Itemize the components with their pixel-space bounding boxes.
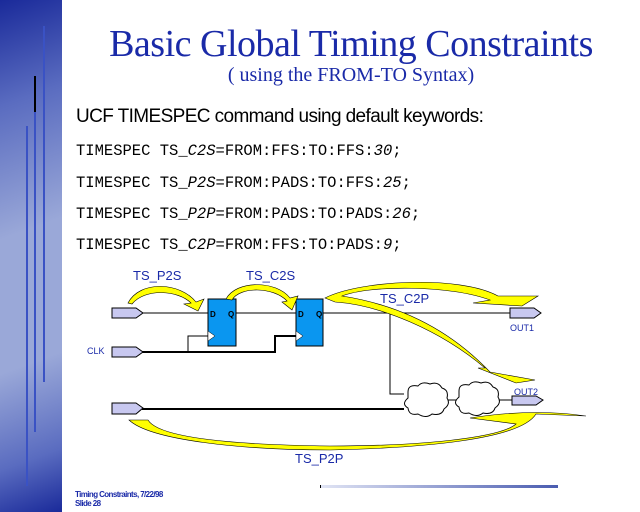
- decor-line: [26, 126, 28, 486]
- code-end: ;: [392, 236, 402, 254]
- code-name: P2P: [187, 205, 216, 223]
- decor-line: [43, 26, 45, 382]
- footer-divider: [320, 485, 558, 488]
- out2-label: OUT2: [514, 387, 538, 397]
- flipflop-2: D Q: [295, 298, 324, 347]
- decor-line: [34, 76, 36, 112]
- code-line: TIMESPEC TS_P2P=FROM:PADS:TO:PADS:26;: [76, 205, 420, 223]
- code-end: ;: [401, 174, 411, 192]
- ff-q-label: Q: [316, 310, 322, 319]
- ts-c2s-arrow: [225, 284, 299, 311]
- code-name: P2S: [187, 174, 216, 192]
- slide-subtitle: ( using the FROM-TO Syntax): [227, 64, 475, 86]
- footer-date: Timing Constraints, 7/22/98: [75, 490, 163, 499]
- code-line: TIMESPEC TS_C2P=FROM:FFS:TO:PADS:9;: [76, 236, 402, 254]
- out2-pad: [511, 395, 544, 406]
- ff-q-label: Q: [228, 310, 234, 319]
- code-line: TIMESPEC TS_C2S=FROM:FFS:TO:FFS:30;: [76, 142, 402, 160]
- out1-pad: [509, 307, 542, 319]
- code-value: 30: [373, 142, 393, 160]
- clk-label: CLK: [87, 346, 105, 356]
- code-body: =FROM:PADS:TO:PADS:: [215, 205, 393, 223]
- ts-p2s-label: TS_P2S: [133, 268, 182, 283]
- flipflop-1: D Q: [207, 298, 237, 347]
- code-value: 26: [392, 205, 411, 223]
- code-prefix: TIMESPEC TS_: [76, 236, 188, 254]
- code-name: C2P: [187, 236, 216, 254]
- decor-line: [34, 76, 36, 432]
- sidebar-decoration: [0, 0, 62, 512]
- ts-p2p-arrow: [128, 412, 587, 451]
- out1-label: OUT1: [510, 323, 534, 333]
- ts-p2p-label: TS_P2P: [295, 451, 343, 466]
- ff-d-label: D: [210, 310, 216, 319]
- slide-footer: Timing Constraints, 7/22/98 Slide 28: [75, 490, 163, 508]
- code-prefix: TIMESPEC TS_: [76, 142, 188, 160]
- ts-c2s-label: TS_C2S: [246, 268, 295, 283]
- ts-c2p-label: TS_C2P: [380, 291, 429, 306]
- code-end: ;: [410, 205, 421, 223]
- code-line: TIMESPEC TS_P2S=FROM:PADS:TO:FFS:25;: [76, 174, 411, 192]
- code-end: ;: [392, 142, 402, 160]
- ff-d-label: D: [298, 310, 304, 319]
- footer-slide-number: Slide 28: [75, 499, 101, 508]
- code-body: =FROM:FFS:TO:FFS:: [215, 142, 374, 160]
- code-value: 25: [382, 174, 402, 192]
- code-prefix: TIMESPEC TS_: [76, 174, 188, 192]
- clk-pad: [111, 346, 144, 358]
- wires: [142, 312, 513, 410]
- code-name: C2S: [187, 142, 216, 160]
- code-body: =FROM:FFS:TO:PADS:: [215, 236, 383, 254]
- logic-cloud: [404, 382, 449, 417]
- ts-p2s-arrow: [127, 286, 205, 312]
- code-value: 9: [382, 236, 393, 254]
- code-prefix: TIMESPEC TS_: [76, 205, 188, 223]
- ts-c2p-arrow: [324, 282, 540, 384]
- slide-heading: UCF TIMESPEC command using default keywo…: [76, 106, 484, 127]
- logic-cloud: [455, 381, 500, 416]
- code-body: =FROM:PADS:TO:FFS:: [215, 174, 383, 192]
- slide-title: Basic Global Timing Constraints: [109, 23, 593, 65]
- input-pad: [111, 307, 144, 319]
- input-pad: [111, 402, 144, 415]
